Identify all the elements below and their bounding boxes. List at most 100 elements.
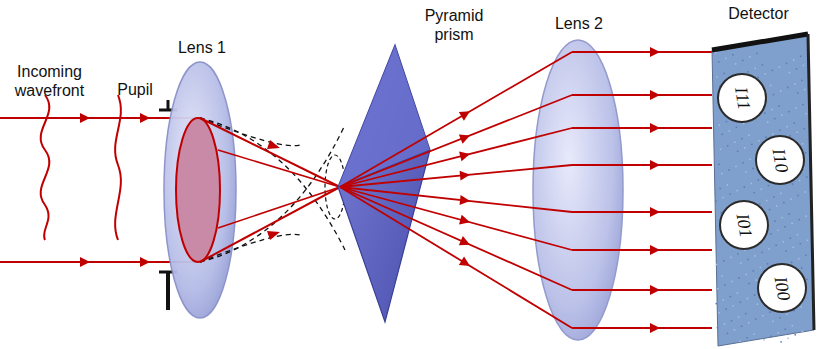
ray bbox=[218, 150, 340, 187]
intensity-label: I01 bbox=[732, 211, 757, 238]
detector-texture bbox=[744, 186, 746, 188]
detector-texture bbox=[783, 202, 785, 204]
detector-texture bbox=[792, 183, 794, 185]
ray-arrowhead bbox=[459, 131, 472, 144]
beam-cone bbox=[200, 125, 345, 262]
detector-texture bbox=[755, 318, 757, 320]
detector-texture bbox=[717, 327, 719, 329]
quadrant-image: I00 bbox=[757, 263, 807, 313]
detector-texture bbox=[742, 60, 744, 62]
detector-texture bbox=[780, 341, 782, 343]
detector-texture bbox=[777, 230, 779, 232]
detector-texture bbox=[740, 262, 742, 264]
detector-texture bbox=[779, 317, 781, 319]
detector-texture bbox=[791, 222, 793, 224]
detector-texture bbox=[774, 220, 776, 222]
detector-texture bbox=[771, 109, 773, 111]
detector-texture bbox=[741, 326, 743, 328]
detector-texture bbox=[773, 196, 775, 198]
detector-texture bbox=[786, 126, 788, 128]
detector-texture bbox=[731, 320, 733, 322]
detector-texture bbox=[718, 61, 720, 63]
detector-texture bbox=[796, 132, 798, 134]
ray bbox=[340, 187, 572, 250]
detector-texture bbox=[741, 138, 743, 140]
detector-texture bbox=[802, 143, 804, 145]
ray-arrowhead bbox=[650, 47, 660, 57]
detector-texture bbox=[772, 133, 774, 135]
ray bbox=[340, 128, 572, 187]
ray bbox=[218, 187, 340, 228]
detector-texture bbox=[783, 241, 785, 243]
detector-texture bbox=[753, 270, 755, 272]
detector-texture bbox=[754, 255, 756, 257]
detector-texture bbox=[726, 121, 728, 123]
ray-arrowhead bbox=[650, 285, 660, 295]
ray bbox=[340, 165, 572, 187]
detector-texture bbox=[768, 185, 770, 187]
detector-texture bbox=[715, 303, 717, 305]
detector-texture bbox=[728, 169, 730, 171]
detector-texture bbox=[804, 128, 806, 129]
detector-texture bbox=[786, 63, 788, 65]
detector-texture bbox=[716, 76, 718, 78]
detector-texture bbox=[774, 118, 776, 120]
detector-texture bbox=[719, 188, 721, 190]
detector-texture bbox=[737, 151, 739, 153]
detector-texture bbox=[745, 274, 747, 276]
ray bbox=[340, 52, 572, 187]
ray-arrowhead bbox=[140, 113, 150, 123]
detector-texture bbox=[724, 284, 726, 286]
ray-arrowhead bbox=[650, 245, 660, 255]
detector-surface bbox=[712, 34, 814, 346]
ray bbox=[572, 127, 712, 129]
detector-label: Detector bbox=[700, 0, 817, 23]
beam-cone bbox=[200, 118, 345, 250]
intensity-label: I00 bbox=[770, 274, 795, 301]
detector-texture bbox=[780, 193, 782, 195]
detector-texture bbox=[804, 191, 806, 193]
detector-texture bbox=[729, 130, 731, 132]
ray-arrowhead bbox=[267, 140, 280, 149]
detector-texture bbox=[770, 85, 772, 87]
detector-texture bbox=[803, 65, 805, 67]
ray-arrowhead bbox=[80, 113, 90, 123]
ray-arrowhead bbox=[459, 236, 472, 249]
detector-texture bbox=[788, 111, 790, 113]
detector-texture bbox=[763, 339, 765, 341]
detector-texture bbox=[749, 56, 751, 58]
detector-texture bbox=[762, 315, 764, 317]
beam-cone bbox=[200, 234, 300, 262]
ray bbox=[200, 187, 340, 262]
detector-texture bbox=[793, 247, 795, 249]
detector-texture bbox=[794, 122, 796, 124]
detector-texture bbox=[756, 53, 758, 55]
detector-texture bbox=[722, 134, 724, 136]
wavefront bbox=[41, 95, 50, 240]
detector-texture bbox=[762, 64, 764, 66]
ray-arrowhead bbox=[650, 207, 660, 217]
detector-edge bbox=[712, 34, 808, 50]
detector-texture bbox=[716, 264, 718, 266]
ray bbox=[572, 94, 712, 96]
detector-texture bbox=[772, 70, 774, 72]
detector-texture bbox=[746, 337, 748, 339]
detector-texture bbox=[719, 124, 721, 126]
detector-texture bbox=[718, 164, 720, 166]
ray bbox=[572, 289, 712, 291]
detector-texture bbox=[729, 193, 731, 195]
detector-texture bbox=[721, 173, 723, 175]
detector-texture bbox=[723, 299, 725, 301]
lens bbox=[533, 40, 623, 340]
detector-texture bbox=[751, 144, 753, 146]
ray-arrowhead bbox=[650, 323, 660, 333]
detector-texture bbox=[798, 258, 800, 260]
detector-texture bbox=[747, 259, 749, 261]
detector-texture bbox=[735, 166, 737, 168]
detector-texture bbox=[795, 334, 797, 336]
detector-texture bbox=[757, 303, 759, 305]
prism-face bbox=[338, 45, 430, 187]
detector-texture bbox=[801, 267, 803, 269]
detector-texture bbox=[747, 298, 749, 300]
detector-texture bbox=[754, 294, 756, 296]
